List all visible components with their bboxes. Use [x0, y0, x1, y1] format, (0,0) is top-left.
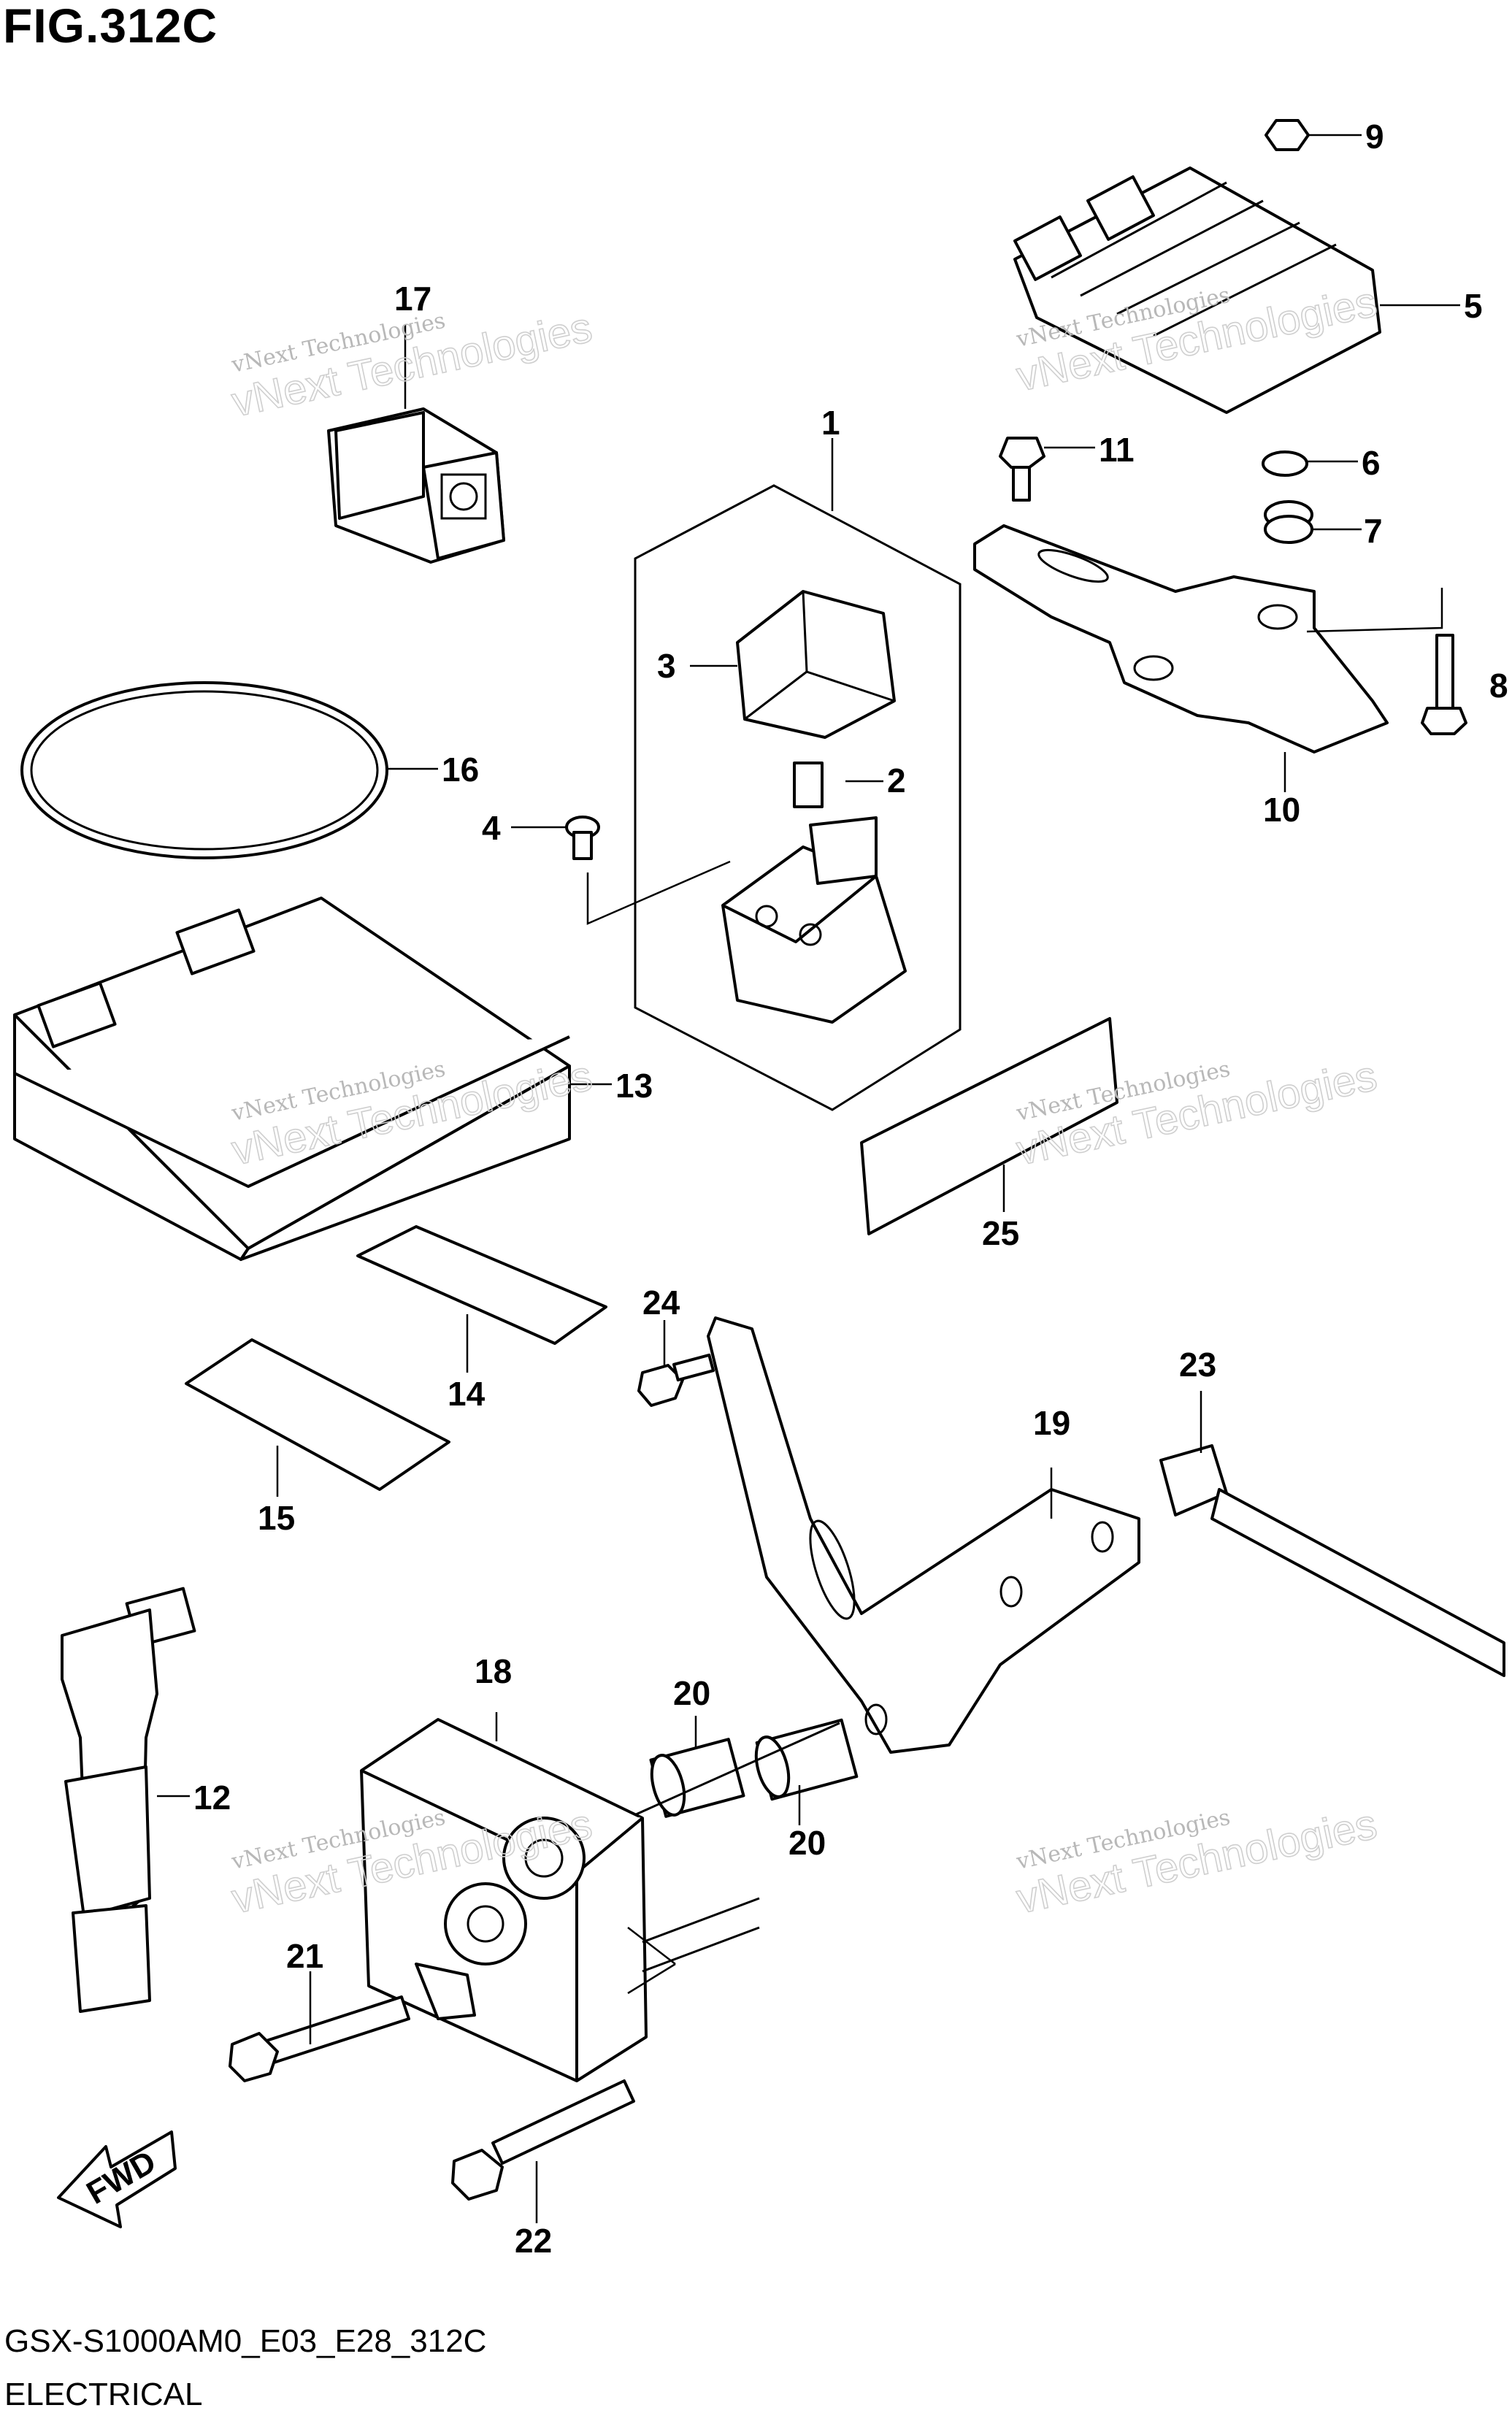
bracket-19 [707, 1316, 1140, 1754]
watermark-6: vNext Technologies vNext Technologies [1012, 1800, 1381, 1924]
callout-11: 11 [1099, 431, 1135, 469]
callout-10: 10 [1263, 791, 1300, 829]
relay-assembly-outline [634, 484, 962, 1111]
bolt-21 [229, 1995, 410, 2082]
grommet-7 [1264, 500, 1313, 544]
section-name: ELECTRICAL [4, 2377, 203, 2412]
collar-20b [754, 1718, 859, 1801]
callout-7: 7 [1364, 512, 1383, 550]
callout-17: 17 [394, 280, 431, 318]
model-code: GSX-S1000AM0_E03_E28_312C [4, 2323, 487, 2359]
callout-23: 23 [1179, 1346, 1216, 1384]
callout-12: 12 [193, 1779, 231, 1817]
callout-8: 8 [1489, 667, 1508, 705]
nut-9 [1265, 119, 1310, 151]
callout-3: 3 [657, 647, 676, 685]
callout-20b: 20 [788, 1824, 826, 1862]
sensor-18 [360, 1718, 760, 2082]
bolt-8 [1421, 634, 1467, 735]
leader-lines [157, 134, 1460, 2223]
callout-6: 6 [1362, 444, 1381, 482]
relay-cover-3 [736, 590, 896, 739]
figure-title: FIG.312C [3, 0, 218, 53]
callout-5: 5 [1464, 287, 1483, 325]
bolt-22 [451, 2079, 635, 2201]
callout-19: 19 [1033, 1404, 1070, 1442]
callout-25: 25 [982, 1214, 1019, 1252]
fuse-2 [793, 762, 824, 808]
bolt-11 [999, 437, 1045, 502]
callout-1: 1 [821, 404, 840, 442]
callout-22: 22 [515, 2222, 552, 2260]
label-15 [185, 1338, 450, 1491]
starter-relay [721, 816, 907, 1024]
callout-14: 14 [448, 1375, 486, 1413]
callout-4: 4 [482, 809, 501, 847]
washer-6 [1262, 450, 1308, 477]
callout-20a: 20 [673, 1674, 710, 1712]
callout-2: 2 [887, 762, 906, 799]
callout-13: 13 [615, 1067, 653, 1105]
callout-21: 21 [286, 1937, 323, 1975]
callout-16: 16 [442, 751, 479, 789]
label-25 [860, 1017, 1118, 1235]
callout-9: 9 [1365, 118, 1384, 156]
regulator-5 [1013, 166, 1381, 414]
cable-tie-23 [1159, 1444, 1505, 1677]
callout-24: 24 [642, 1284, 680, 1322]
callout-18: 18 [475, 1652, 512, 1690]
bracket-10 [973, 524, 1389, 753]
bolt-24 [637, 1353, 715, 1407]
screw-4 [565, 816, 600, 860]
ecu-13 [13, 897, 571, 1261]
label-14 [356, 1225, 607, 1345]
forward-arrow-icon: FWD [57, 2130, 177, 2228]
connector-17 [327, 407, 505, 564]
callout-15: 15 [258, 1499, 295, 1537]
ring-16 [20, 681, 388, 859]
callout-numbers: 1 2 3 4 5 6 7 8 9 10 11 12 13 14 15 16 1… [193, 118, 1508, 2260]
collar-20a [649, 1738, 745, 1818]
ignition-coil-12 [61, 1587, 196, 2013]
